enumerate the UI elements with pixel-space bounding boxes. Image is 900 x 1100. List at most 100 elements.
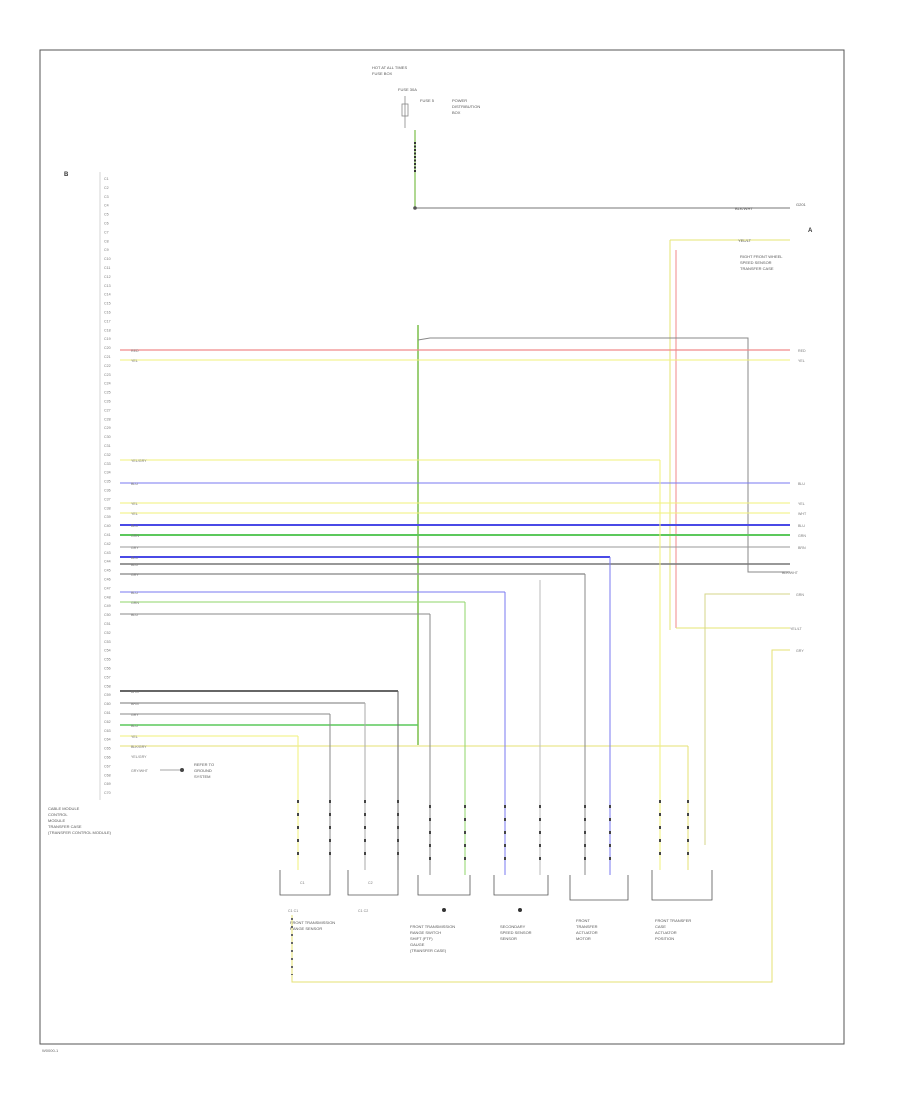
sensor-title-2: SPEED SENSOR xyxy=(740,260,772,265)
wire-end-1: YEL xyxy=(798,359,805,363)
wire-end-labels: RED YEL BLU YEL WHT BLU GRN BRN BLK/WHT … xyxy=(782,349,807,653)
wire-end-11: GRY xyxy=(796,649,804,653)
supply-title-1: HOT AT ALL TIMES xyxy=(372,65,407,70)
wire-end-7: BRN xyxy=(798,546,806,550)
module-pin: C28 xyxy=(104,417,111,421)
wire-end-6: GRN xyxy=(798,534,806,538)
comp2-ground-icon xyxy=(442,908,446,912)
wire-label-0: RED xyxy=(131,349,139,353)
ground-wire-label: BLK/WHT xyxy=(735,206,753,211)
module-pin: C34 xyxy=(104,471,111,475)
wire-label-20: BLK/GRY xyxy=(131,745,147,749)
module-pin: C25 xyxy=(104,391,111,395)
module-pin: C9 xyxy=(104,248,109,252)
wire-label-1: YEL xyxy=(131,359,138,363)
wire-label-19: YEL xyxy=(131,735,138,739)
module-pin: C32 xyxy=(104,453,111,457)
comp2-line-5: (TRANSFER CASE) xyxy=(410,948,447,953)
module-pin: C46 xyxy=(104,578,111,582)
fuse-icon xyxy=(401,103,409,117)
module-name: CABLE MODULE CONTROL MODULE TRANSFER CAS… xyxy=(48,806,112,835)
component-box-2 xyxy=(417,875,471,896)
module-pin: C7 xyxy=(104,230,109,234)
module-pin: C3 xyxy=(104,195,109,199)
module-pin: C19 xyxy=(104,337,111,341)
module-pin: C49 xyxy=(104,604,111,608)
module-pin: C33 xyxy=(104,462,111,466)
supply-title-2: FUSE BOX xyxy=(372,71,393,76)
module-pin: C31 xyxy=(104,444,111,448)
module-name-4: TRANSFER CASE xyxy=(48,824,82,829)
module-pin: C39 xyxy=(104,515,111,519)
vertical-drops xyxy=(297,460,689,875)
wire-label-12: BLU xyxy=(131,591,138,595)
diagram-frame xyxy=(39,49,845,1045)
wire-label-15: BRN xyxy=(131,690,139,694)
comp3-ground-icon xyxy=(518,908,522,912)
fuse-desc-2: DISTRIBUTION xyxy=(452,104,480,109)
module-pin: C2 xyxy=(104,186,109,190)
comp3-line-1: SECONDARY xyxy=(500,924,526,929)
comp5-line-4: POSITION xyxy=(655,936,674,941)
module-pin: C52 xyxy=(104,631,111,635)
module-pin: C58 xyxy=(104,684,111,688)
wire-label-16: BRN xyxy=(131,702,139,706)
wire-label-6: BLU xyxy=(131,524,138,528)
component-box-3 xyxy=(493,875,549,896)
module-pin: C4 xyxy=(104,204,109,208)
comp4-line-4: MOTOR xyxy=(576,936,591,941)
wire-end-3: YEL xyxy=(798,502,805,506)
module-pin: C43 xyxy=(104,551,111,555)
ground-note-1: REFER TO xyxy=(194,762,214,767)
wire-label-21: YEL/GRY xyxy=(131,755,147,759)
component-box-1a xyxy=(279,870,331,896)
module-pin: C51 xyxy=(104,622,111,626)
module-pin: C53 xyxy=(104,640,111,644)
module-pin: C15 xyxy=(104,302,111,306)
module-name-5: (TRANSFER CONTROL MODULE) xyxy=(48,830,112,835)
module-pin: C42 xyxy=(104,542,111,546)
module-pin: C48 xyxy=(104,595,111,599)
ground-note-icon xyxy=(180,768,184,772)
connector-c1: C1 xyxy=(300,881,305,885)
module-pin: C66 xyxy=(104,756,111,760)
module-pin: C69 xyxy=(104,782,111,786)
comp4-line-2: TRANSFER xyxy=(576,924,598,929)
ref-a: A xyxy=(808,228,813,234)
fuse-desc-1: POWER xyxy=(452,98,467,103)
module-pin: C68 xyxy=(104,773,111,777)
module-pin: C63 xyxy=(104,729,111,733)
wire-label-2: YEL/GRY xyxy=(131,459,147,463)
comp1-id-1: C1 C1 xyxy=(288,909,298,913)
bottom-return-wire xyxy=(291,649,790,983)
module-pin: C23 xyxy=(104,373,111,377)
module-pin: C62 xyxy=(104,720,111,724)
comp1-line-2: RANGE SENSOR xyxy=(290,926,322,931)
sensor-title-1: RIGHT FRONT WHEEL xyxy=(740,254,783,259)
module-pin: C27 xyxy=(104,408,111,412)
module-name-3: MODULE xyxy=(48,818,65,823)
comp2-line-2: RANGE SWITCH xyxy=(410,930,441,935)
module-pin: C60 xyxy=(104,702,111,706)
ground-note-wire: GRY/WHT xyxy=(131,769,149,773)
wire-end-8: BLK/WHT xyxy=(782,571,799,575)
wire-label-10: BLU xyxy=(131,563,138,567)
comp2-line-3: SHIFT (FTF) xyxy=(410,936,433,941)
module-pin: C17 xyxy=(104,319,111,323)
module-name-2: CONTROL xyxy=(48,812,68,817)
module-pin: C5 xyxy=(104,213,109,217)
module-pin: C44 xyxy=(104,560,111,564)
module-pin: C6 xyxy=(104,222,109,226)
module-pin: C41 xyxy=(104,533,111,537)
wire-bus xyxy=(120,349,790,747)
comp2-line-1: FRONT TRANSMISSION xyxy=(410,924,455,929)
module-pin: C38 xyxy=(104,506,111,510)
module-pin-column: C1C2C3C4C5C6C7C8C9C10C11C12C13C14C15C16C… xyxy=(99,172,111,800)
comp5-line-2: CASE xyxy=(655,924,666,929)
comp5-line-1: FRONT TRANSFER xyxy=(655,918,691,923)
module-name-1: CABLE MODULE xyxy=(48,806,80,811)
wire-end-10: YEL/LT xyxy=(790,627,803,631)
ground-note-3: SYSTEM xyxy=(194,774,210,779)
module-pin: C45 xyxy=(104,569,111,573)
